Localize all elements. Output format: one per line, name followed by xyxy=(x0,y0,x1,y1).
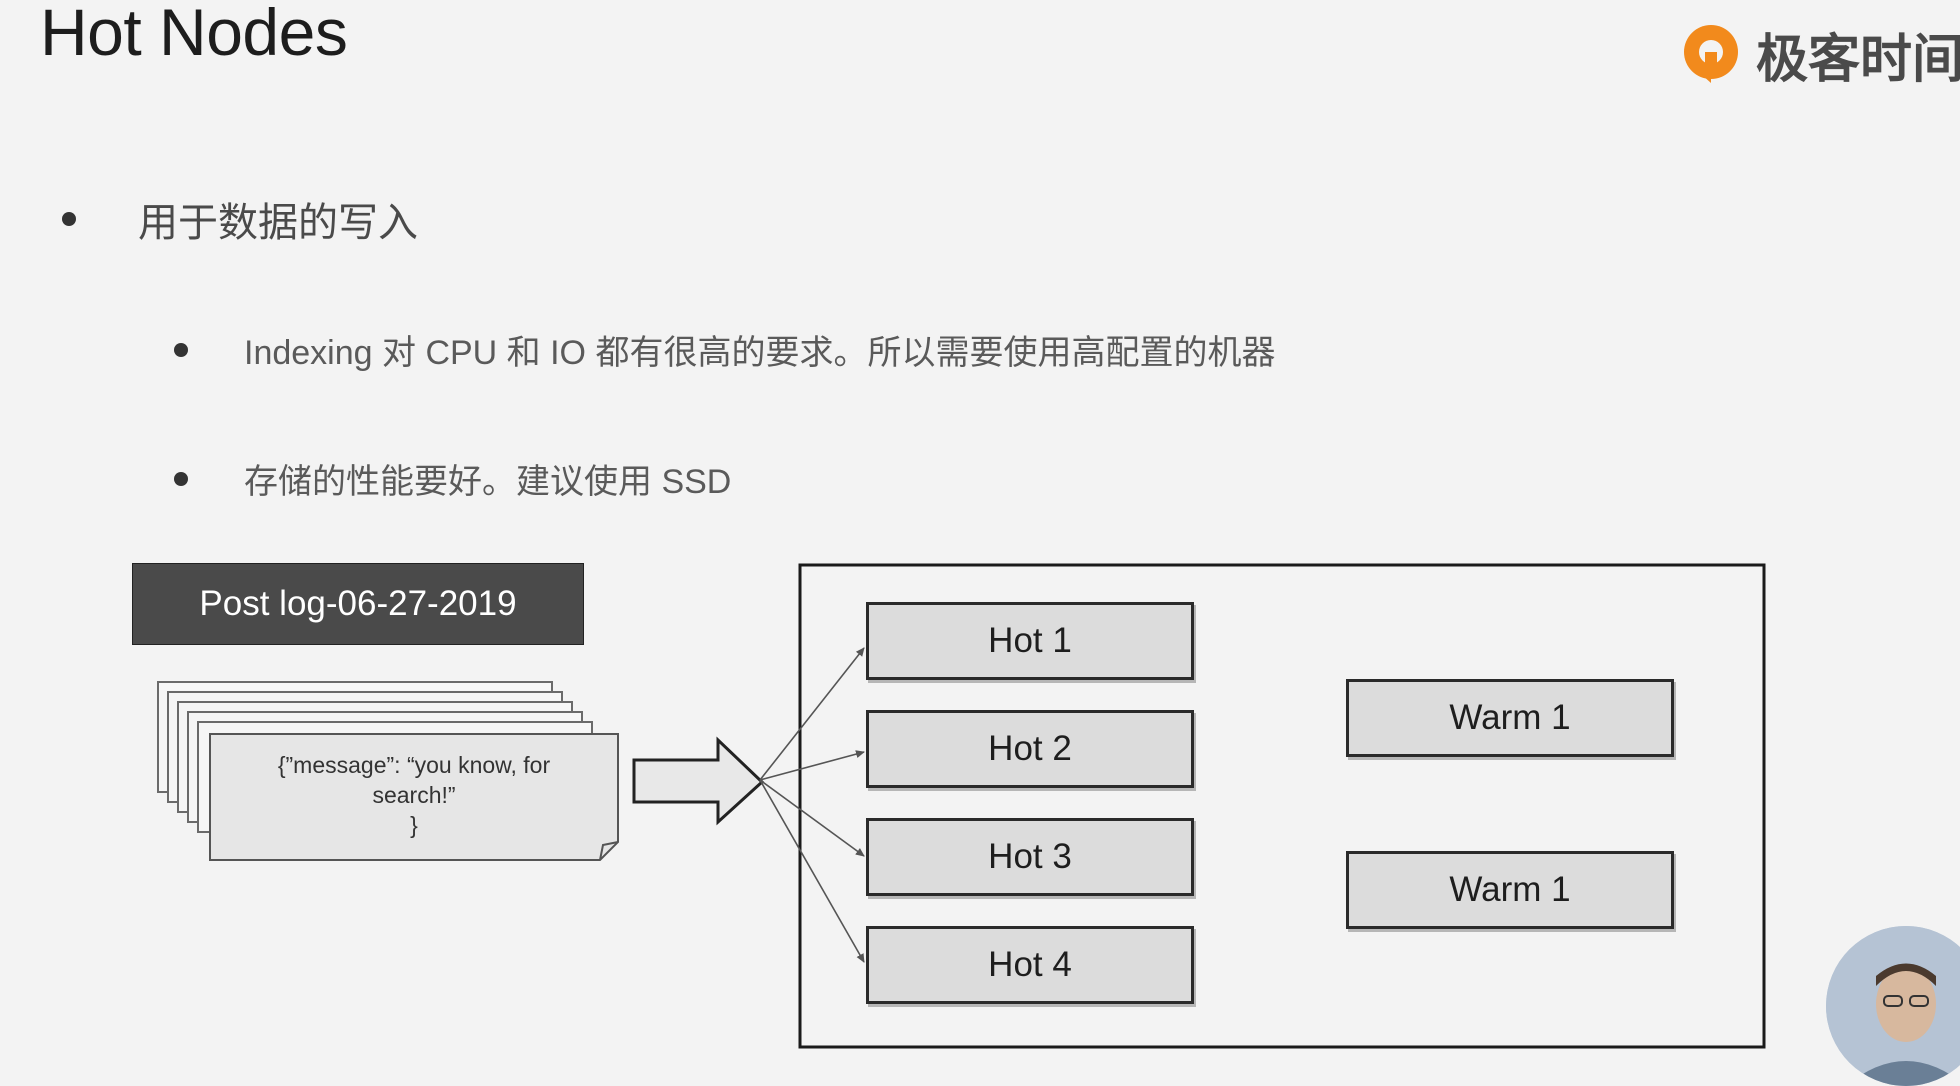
block-arrow-icon xyxy=(632,736,765,826)
warm-node-1: Warm 1 xyxy=(1346,679,1674,757)
document-line: search!” xyxy=(372,782,456,808)
geektime-logo-icon xyxy=(1684,25,1738,83)
bullet-item: Indexing 对 CPU 和 IO 都有很高的要求。所以需要使用高配置的机器 xyxy=(174,325,1275,374)
brand-logo: 极客时间 xyxy=(1676,14,1960,94)
bullet-text: Indexing 对 CPU 和 IO 都有很高的要求。所以需要使用高配置的机器 xyxy=(244,334,1276,372)
bullet-item: 用于数据的写入 xyxy=(62,190,418,248)
document-content: {”message”: “you know, for search!” } xyxy=(210,734,618,858)
hot-node-1: Hot 1 xyxy=(866,602,1194,680)
logo-text: 极客时间 xyxy=(1756,30,1960,89)
bullet-text: 存储的性能要好。建议使用 SSD xyxy=(244,463,732,501)
document-line: } xyxy=(410,812,418,838)
document-line: {”message”: “you know, for xyxy=(277,752,551,778)
bullet-dot-icon xyxy=(174,471,188,486)
bullet-item: 存储的性能要好。建议使用 SSD xyxy=(174,454,731,503)
document-front xyxy=(209,733,619,861)
hot-node-2: Hot 2 xyxy=(866,710,1194,788)
post-request-label: Post log-06-27-2019 xyxy=(132,563,584,645)
bullet-dot-icon xyxy=(62,212,76,226)
cluster-container xyxy=(798,563,1766,1049)
presenter-video xyxy=(1826,926,1960,1086)
hot-node-4: Hot 4 xyxy=(866,926,1194,1004)
page-title: Hot Nodes xyxy=(40,0,348,69)
document-stack xyxy=(157,681,619,861)
bullet-text: 用于数据的写入 xyxy=(138,201,418,245)
hot-node-3: Hot 3 xyxy=(866,818,1194,896)
routing-arrows xyxy=(759,647,865,963)
warm-node-2: Warm 1 xyxy=(1346,851,1674,929)
bullet-dot-icon xyxy=(174,342,188,357)
